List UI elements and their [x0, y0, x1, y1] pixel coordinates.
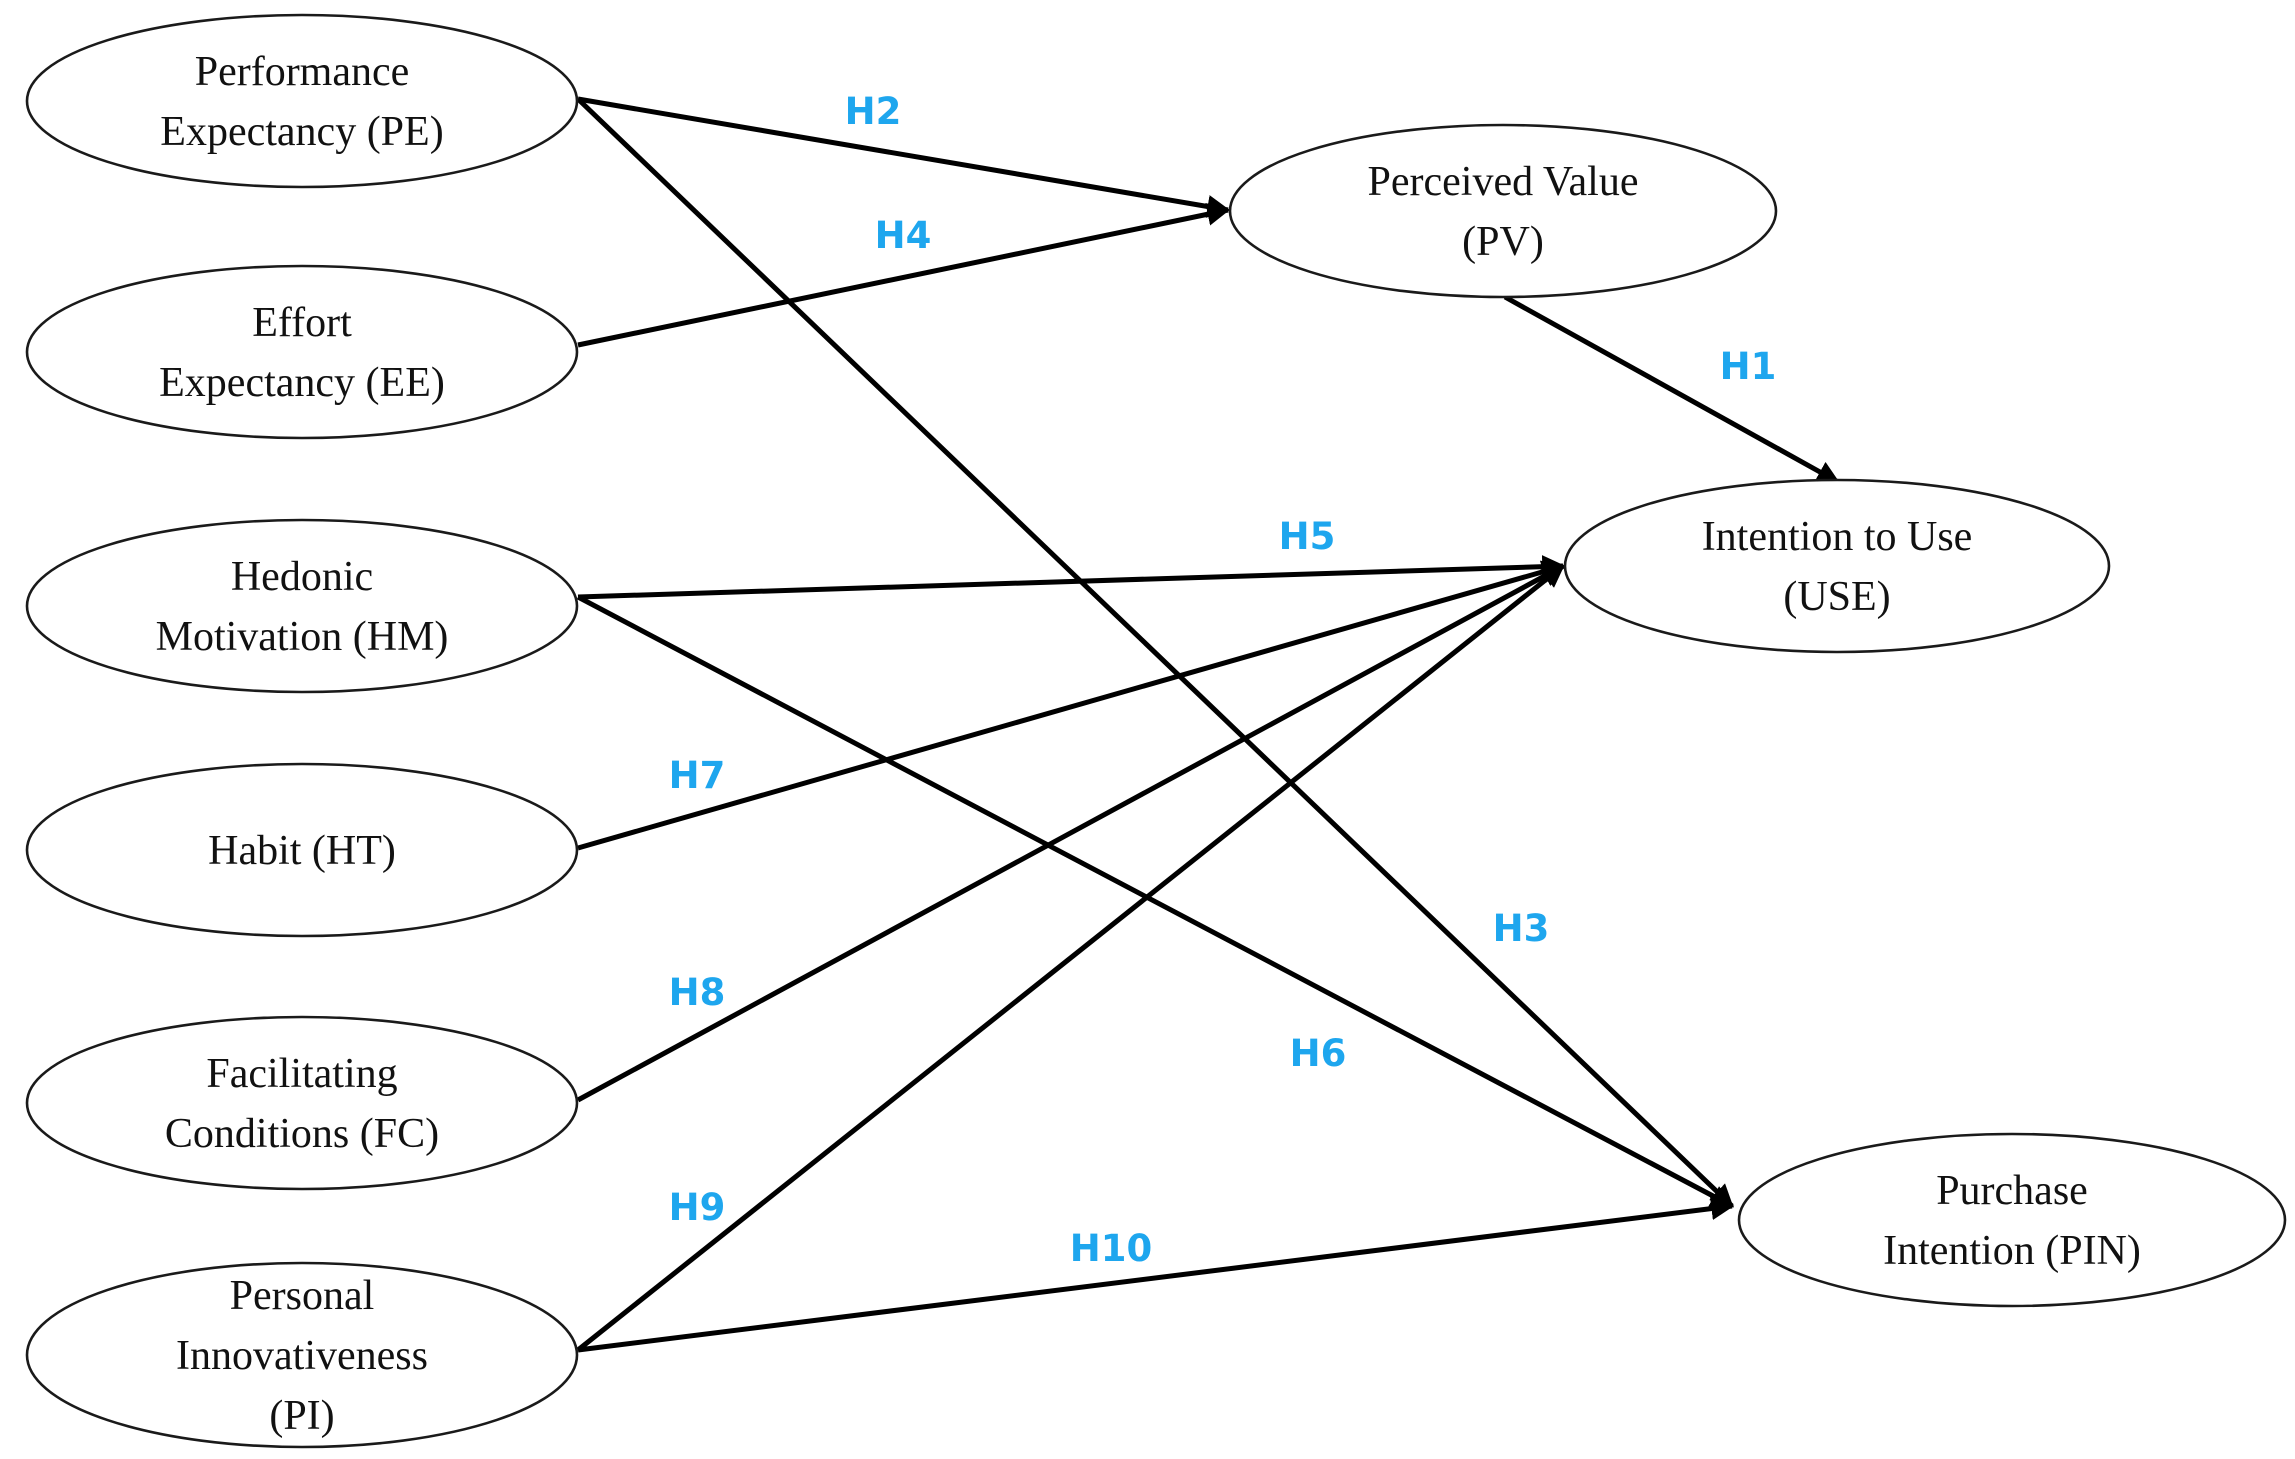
construct-ellipse-ee: [25, 264, 579, 440]
hypothesis-label-h1: H1: [1720, 345, 1777, 388]
path-arrow-h6: [576, 594, 1735, 1209]
hypothesis-label-h5: H5: [1279, 515, 1336, 558]
construct-label-hm-line-1: Hedonic: [231, 554, 373, 600]
construct-ellipse-fc: [25, 1015, 579, 1191]
paths-layer: [576, 96, 1841, 1353]
hypothesis-label-h7: H7: [669, 754, 726, 797]
construct-ellipse-use: [1563, 478, 2111, 654]
construct-label-pv-line-2: (PV): [1462, 219, 1544, 265]
hypothesis-label-h9: H9: [669, 1186, 726, 1229]
path-arrow-h5: [577, 555, 1566, 600]
construct-ht: Habit (HT): [25, 762, 579, 938]
construct-label-pi-line-3: (PI): [269, 1393, 334, 1439]
construct-label-pi-line-2: Innovativeness: [176, 1333, 428, 1379]
construct-ellipse-pv: [1228, 123, 1778, 299]
construct-ellipse-pin: [1737, 1132, 2287, 1308]
construct-label-fc-line-2: Conditions (FC): [165, 1111, 439, 1157]
path-arrow-h9: [576, 564, 1565, 1352]
path-arrow-h2: [577, 96, 1231, 218]
hypothesis-label-h8: H8: [669, 971, 726, 1014]
construct-label-hm-line-2: Motivation (HM): [156, 614, 449, 660]
construct-label-ee-line-2: Expectancy (EE): [159, 360, 445, 406]
construct-use: Intention to Use (USE): [1563, 478, 2111, 654]
hypothesis-label-h2: H2: [845, 90, 902, 133]
path-arrow-h8: [576, 563, 1566, 1103]
construct-ellipse-hm: [25, 518, 579, 694]
construct-label-pi-line-1: Personal: [230, 1273, 375, 1319]
path-arrow-h4: [577, 202, 1231, 348]
construct-label-use-line-1: Intention to Use: [1702, 514, 1973, 560]
construct-label-pv-line-1: Perceived Value: [1368, 159, 1639, 205]
construct-pv: Perceived Value (PV): [1228, 123, 1778, 299]
construct-label-pin-line-1: Purchase: [1936, 1168, 2088, 1214]
construct-ellipse-pe: [25, 13, 579, 189]
construct-ellipse-ht: [25, 762, 579, 938]
hypothesis-label-h10: H10: [1070, 1227, 1152, 1270]
construct-label-ee-line-1: Effort: [252, 300, 352, 346]
construct-label-use-line-2: (USE): [1783, 574, 1890, 620]
construct-label-pe-line-1: Performance: [195, 49, 410, 95]
path-arrow-h7: [577, 560, 1566, 851]
hypothesis-label-h6: H6: [1290, 1032, 1347, 1075]
hypothesis-label-h3: H3: [1493, 907, 1550, 950]
hypothesis-label-h4: H4: [875, 214, 932, 257]
construct-ellipse-pi: [25, 1261, 579, 1449]
path-arrow-h3: [576, 97, 1734, 1208]
construct-label-pe-line-2: Expectancy (PE): [160, 109, 443, 155]
construct-label-ht-line-1: Habit (HT): [208, 828, 396, 874]
path-arrow-h1: [1503, 294, 1841, 485]
construct-label-pin-line-2: Intention (PIN): [1883, 1228, 2141, 1274]
path-arrow-h10: [577, 1197, 1735, 1353]
construct-label-fc-line-1: Facilitating: [206, 1051, 397, 1097]
